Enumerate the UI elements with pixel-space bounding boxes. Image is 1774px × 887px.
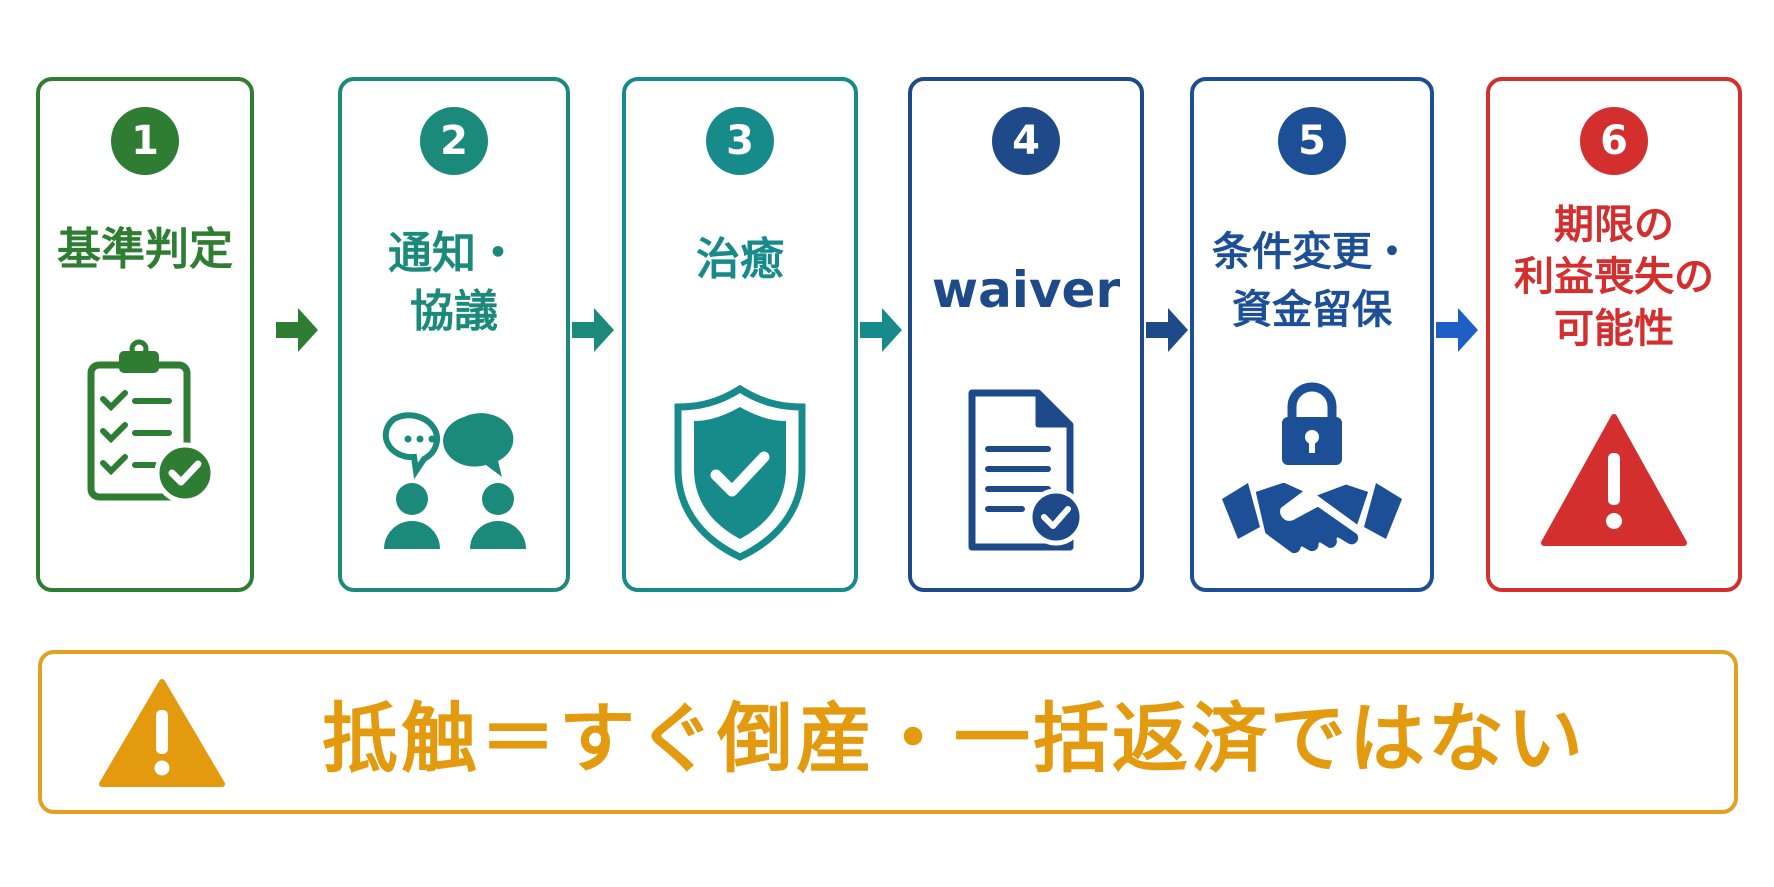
step-number-badge: 1	[111, 107, 179, 175]
arrow-right-icon	[1436, 308, 1478, 352]
lock-handshake-icon	[1222, 382, 1402, 557]
shield-check-icon	[674, 385, 806, 561]
step-card-3: 3 治癒	[622, 77, 858, 592]
step-label: waiver	[931, 261, 1121, 319]
step-label: 条件変更・ 資金留保	[1212, 229, 1412, 333]
discussion-people-icon	[382, 412, 526, 549]
notice-banner: 抵触＝すぐ倒産・一括返済ではない	[38, 650, 1738, 814]
step-label: 通知・ 協議	[388, 228, 520, 337]
arrow-right-icon	[1146, 308, 1188, 352]
step-label: 治癒	[696, 234, 784, 285]
warning-triangle-icon	[99, 679, 225, 787]
step-number-badge: 3	[706, 107, 774, 175]
step-label: 期限の 利益喪失の 可能性	[1514, 202, 1714, 352]
step-number-badge: 2	[420, 107, 488, 175]
warning-triangle-icon	[1541, 414, 1687, 546]
step-card-5: 5 条件変更・ 資金留保	[1190, 77, 1434, 592]
step-number-badge: 6	[1580, 107, 1648, 175]
step-card-1: 1 基準判定	[36, 77, 254, 592]
document-check-icon	[968, 389, 1085, 551]
step-card-4: 4 waiver	[908, 77, 1144, 592]
step-label: 基準判定	[57, 224, 233, 275]
notice-text: 抵触＝すぐ倒産・一括返済ではない	[322, 694, 1586, 783]
arrow-right-icon	[276, 308, 318, 352]
step-card-2: 2 通知・ 協議	[338, 77, 570, 592]
arrow-right-icon	[860, 308, 902, 352]
step-card-6: 6 期限の 利益喪失の 可能性	[1486, 77, 1742, 592]
step-number-badge: 4	[992, 107, 1060, 175]
arrow-right-icon	[572, 308, 614, 352]
clipboard-check-icon	[87, 339, 216, 504]
step-number-badge: 5	[1278, 107, 1346, 175]
